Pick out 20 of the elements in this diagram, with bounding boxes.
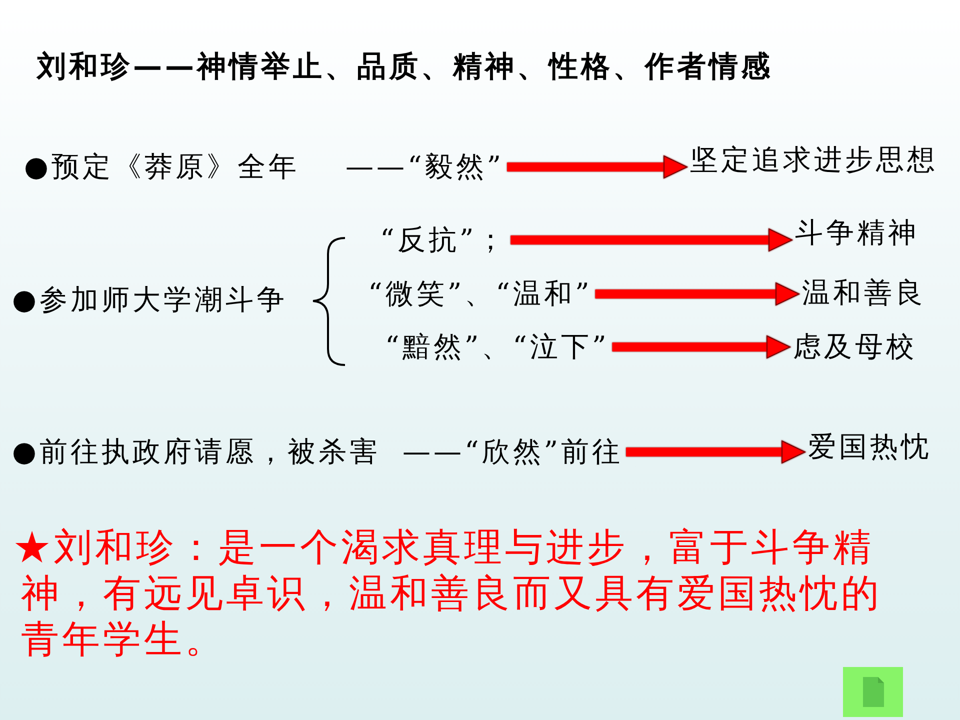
quote-text: “反抗”；	[380, 222, 508, 258]
statement-text: ●前往执政府请愿，被杀害	[12, 434, 380, 470]
arrow	[510, 228, 792, 252]
arrow	[595, 282, 800, 306]
conclusion-text: 爱国热忱	[808, 429, 932, 465]
statement-text: ●参加师大学潮斗争	[12, 282, 288, 318]
conclusion-text: 虑及母校	[793, 329, 917, 365]
conclusion-text: 坚定追求进步思想	[690, 142, 938, 178]
quote-text: “微笑”、“温和”	[368, 276, 592, 312]
quote-text: “黯然”、“泣下”	[385, 329, 610, 365]
arrow	[626, 440, 806, 464]
conclusion-text: 斗争精神	[795, 215, 919, 251]
arrow	[507, 156, 688, 178]
summary-text: ★刘和珍：是一个渴求真理与进步，富于斗争精神，有远见卓识，温和善良而又具有爱国热忱的青年学生。	[13, 524, 883, 662]
quote-text: ——“欣然”前往	[402, 434, 624, 470]
quote-text: ——“毅然”	[345, 149, 504, 185]
arrow	[612, 336, 790, 358]
statement-text: ●预定《莽原》全年	[24, 149, 300, 185]
conclusion-text: 温和善良	[802, 275, 926, 311]
slide-title: 刘和珍——神情举止、品质、精神、性格、作者情感	[37, 48, 773, 85]
